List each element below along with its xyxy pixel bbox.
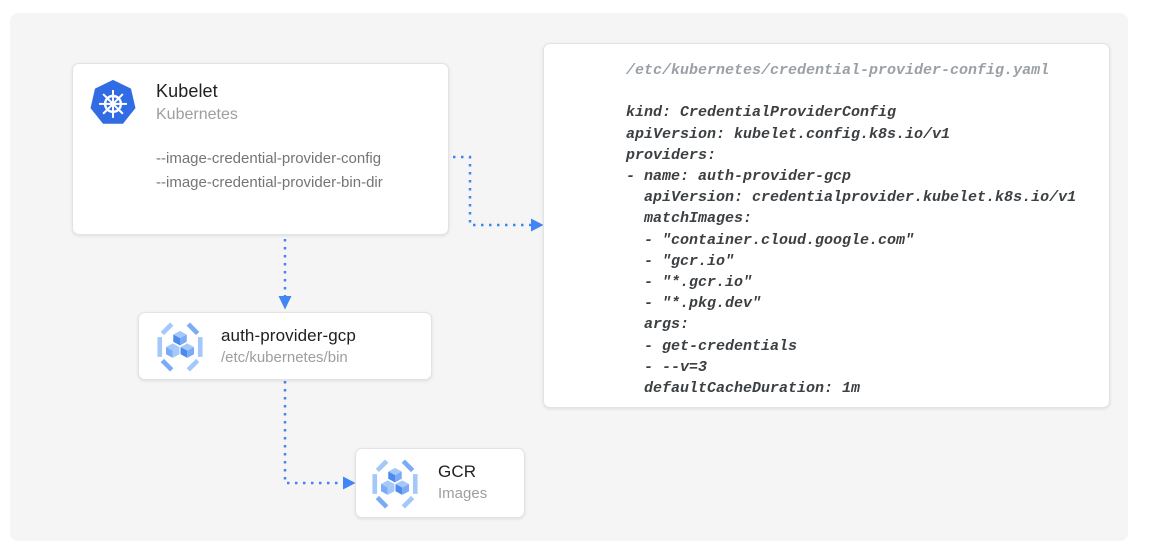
gcr-title: GCR	[438, 462, 477, 481]
container-registry-icon	[372, 459, 418, 509]
yaml-line: - "gcr.io"	[626, 252, 735, 270]
yaml-line: - name: auth-provider-gcp	[626, 168, 852, 185]
yaml-line: matchImages:	[626, 210, 753, 228]
yaml-line: providers:	[626, 146, 717, 164]
yaml-blank-line	[626, 81, 1109, 102]
yaml-line: defaultCacheDuration: 1m	[626, 380, 861, 398]
kubelet-flag-credential-provider-bin-dir: --image-credential-provider-bin-dir	[156, 174, 383, 191]
kubelet-subtitle: Kubernetes	[156, 106, 238, 123]
node-gcr-images: GCR Images	[355, 448, 525, 518]
node-auth-provider-gcp: auth-provider-gcp /etc/kubernetes/bin	[138, 312, 432, 380]
yaml-line: - "container.cloud.google.com"	[626, 231, 915, 249]
auth-provider-subtitle: /etc/kubernetes/bin	[221, 349, 348, 366]
yaml-line: - "*.gcr.io"	[626, 274, 753, 292]
auth-provider-title: auth-provider-gcp	[221, 326, 356, 345]
gcr-subtitle: Images	[438, 485, 488, 502]
yaml-config-panel: /etc/kubernetes/credential-provider-conf…	[543, 43, 1110, 408]
yaml-line: apiVersion: kubelet.config.k8s.io/v1	[626, 125, 951, 143]
container-registry-icon	[157, 322, 203, 372]
yaml-filename: /etc/kubernetes/credential-provider-conf…	[626, 62, 1050, 79]
yaml-line: kind: CredentialProviderConfig	[626, 104, 897, 122]
kubernetes-logo-icon	[90, 79, 136, 124]
yaml-line: - "*.pkg.dev"	[626, 295, 762, 313]
yaml-line: - get-credentials	[626, 337, 798, 355]
kubelet-flag-credential-provider-config: --image-credential-provider-config	[156, 150, 382, 167]
yaml-line: args:	[626, 316, 690, 334]
yaml-line: - --v=3	[626, 358, 708, 376]
yaml-line: apiVersion: credentialprovider.kubelet.k…	[626, 189, 1077, 207]
node-kubelet: Kubelet Kubernetes --image-credential-pr…	[72, 63, 449, 235]
kubelet-title: Kubelet	[156, 81, 218, 101]
kubelet-flags: --image-credential-provider-config --ima…	[156, 147, 383, 195]
